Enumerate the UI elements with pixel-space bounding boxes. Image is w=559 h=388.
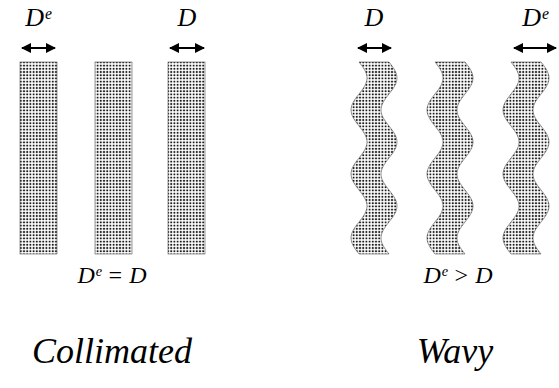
width-arrow xyxy=(358,47,391,49)
width-arrow xyxy=(514,47,556,49)
wavy-fiber xyxy=(351,62,397,254)
panel-title: Collimated xyxy=(32,332,192,372)
width-arrow xyxy=(22,47,55,49)
panel-title: Wavy xyxy=(417,332,494,372)
relation-text: Dᵉ = D xyxy=(77,262,146,288)
wavy-fiber xyxy=(503,62,549,254)
wavy-fiber xyxy=(427,62,473,254)
width-symbol: Dᵉ xyxy=(25,4,51,33)
width-symbol: Dᵉ xyxy=(522,4,548,33)
relation-text: Dᵉ > D xyxy=(423,262,492,288)
collimated-fiber xyxy=(95,62,132,254)
width-symbol: D xyxy=(365,4,384,33)
collimated-fiber xyxy=(20,62,57,254)
width-arrow xyxy=(170,47,204,49)
collimated-fiber xyxy=(168,62,205,254)
width-symbol: D xyxy=(178,4,197,33)
